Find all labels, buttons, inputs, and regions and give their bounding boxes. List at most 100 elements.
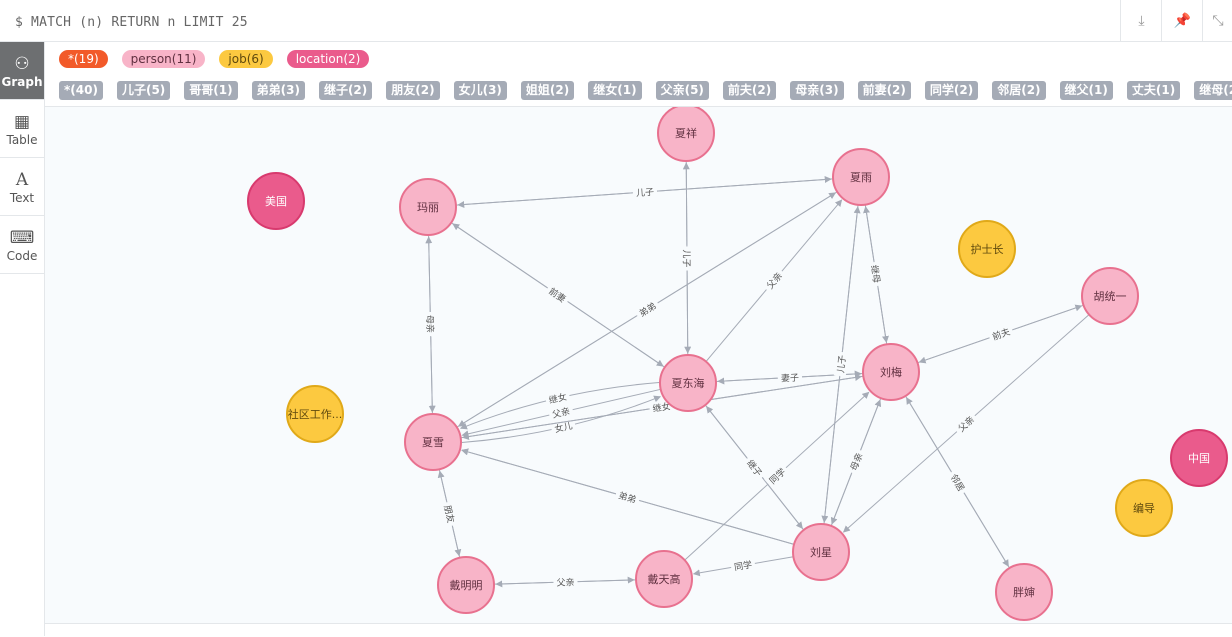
- relationship-type-pill[interactable]: 儿子(5): [116, 81, 171, 100]
- graph-node-person[interactable]: 夏祥: [657, 104, 715, 162]
- graph-node-person[interactable]: 夏东海: [659, 354, 717, 412]
- relationship-edge[interactable]: 弟弟: [457, 191, 838, 427]
- relationship-edge[interactable]: 儿子: [457, 178, 834, 208]
- graph-node-location[interactable]: 美国: [247, 172, 305, 230]
- relationship-type-pill[interactable]: 哥哥(1): [184, 81, 238, 100]
- node-circle[interactable]: [862, 343, 920, 401]
- tab-graph[interactable]: ⚇ Graph: [0, 42, 44, 100]
- tab-code[interactable]: ⌨ Code: [0, 216, 44, 274]
- graph-node-job[interactable]: 护士长: [958, 220, 1016, 278]
- node-circle[interactable]: [1115, 479, 1173, 537]
- graph-node-person[interactable]: 夏雪: [404, 413, 462, 471]
- relationship-type-pill[interactable]: 弟弟(3): [251, 81, 305, 100]
- relationship-label: 同学: [733, 558, 753, 573]
- graph-node-person[interactable]: 戴明明: [437, 556, 495, 614]
- relationship-edge[interactable]: 儿子: [680, 162, 694, 356]
- relationship-type-pill[interactable]: 继父(1): [1059, 81, 1113, 100]
- graph-node-person[interactable]: 刘梅: [862, 343, 920, 401]
- download-icon: ⤓: [1138, 13, 1145, 29]
- download-button[interactable]: ⤓: [1120, 0, 1162, 42]
- relationship-type-pill[interactable]: 父亲(5): [655, 81, 709, 100]
- relationship-edge[interactable]: 继母: [864, 204, 889, 344]
- text-icon: A: [15, 169, 29, 190]
- node-caption: 护士长: [971, 242, 1004, 256]
- tab-table[interactable]: ▦ Table: [0, 100, 44, 158]
- graph-node-job[interactable]: 编导: [1115, 479, 1173, 537]
- graph-node-person[interactable]: 戴天高: [635, 550, 693, 608]
- relationship-type-pill[interactable]: 继女(1): [588, 81, 642, 100]
- node-label-pill[interactable]: job(6): [219, 50, 273, 68]
- collapse-button[interactable]: ⤡: [1202, 0, 1232, 42]
- relationship-label-bg: [544, 389, 571, 407]
- relationship-edge[interactable]: 父亲: [495, 575, 637, 589]
- graph-svg[interactable]: 母亲儿子父亲儿子前夫前妻姐姐父亲继子继母弟弟哥哥女儿母亲丈夫妻子女儿父亲继母姐姐…: [45, 104, 1232, 623]
- relationship-edge[interactable]: 母亲: [424, 234, 437, 413]
- relationship-edge[interactable]: 前夫: [918, 304, 1084, 364]
- relationship-edge[interactable]: 前妻: [450, 222, 664, 367]
- node-circle[interactable]: [1170, 429, 1228, 487]
- graph-node-person[interactable]: 玛丽: [399, 178, 457, 236]
- graph-node-person[interactable]: 胡统一: [1081, 267, 1139, 325]
- relationship-type-pill[interactable]: *(40): [59, 81, 103, 100]
- graph-node-person[interactable]: 夏雨: [832, 148, 890, 206]
- node-circle[interactable]: [995, 563, 1053, 621]
- node-circle[interactable]: [399, 178, 457, 236]
- relationship-edge[interactable]: 朋友: [437, 470, 461, 558]
- relationship-label: 女儿: [553, 420, 573, 436]
- relationship-edge[interactable]: 妻子: [717, 370, 864, 385]
- relationship-label: 儿子: [636, 187, 655, 199]
- node-caption: 戴明明: [450, 578, 483, 592]
- relationship-label-bg: [761, 267, 787, 294]
- node-circle[interactable]: [792, 523, 850, 581]
- node-label-pill[interactable]: *(19): [59, 50, 108, 68]
- relationship-edge[interactable]: 继女: [459, 381, 660, 430]
- graph-canvas[interactable]: 母亲儿子父亲儿子前夫前妻姐姐父亲继子继母弟弟哥哥女儿母亲丈夫妻子女儿父亲继母姐姐…: [45, 104, 1232, 623]
- relationship-type-legend: *(40) 儿子(5) 哥哥(1) 弟弟(3) 继子(2) 朋友(2) 女儿(3) 姐姐(2)…: [44, 75, 1232, 107]
- relationship-edge[interactable]: 父亲: [705, 199, 843, 362]
- relationship-line[interactable]: [459, 381, 660, 430]
- tab-text[interactable]: A Text: [0, 158, 44, 216]
- relationship-edge[interactable]: 弟弟: [461, 448, 795, 545]
- node-circle[interactable]: [437, 556, 495, 614]
- relationship-type-pill[interactable]: 前妻(2): [857, 81, 911, 100]
- graph-node-person[interactable]: 刘星: [792, 523, 850, 581]
- relationship-edge[interactable]: 继子: [706, 406, 805, 531]
- node-circle[interactable]: [958, 220, 1016, 278]
- node-label-pill[interactable]: person(11): [121, 50, 206, 68]
- node-circle[interactable]: [286, 385, 344, 443]
- relationship-type-pill[interactable]: 女儿(3): [453, 81, 507, 100]
- relationship-type-pill[interactable]: 母亲(3): [790, 81, 844, 100]
- relationship-type-pill[interactable]: 丈夫(1): [1126, 81, 1181, 100]
- node-circle[interactable]: [1081, 267, 1139, 325]
- tab-table-label: Table: [6, 132, 38, 147]
- relationship-type-pill[interactable]: 继母(2): [1194, 81, 1232, 100]
- node-circle[interactable]: [832, 148, 890, 206]
- node-caption: 中国: [1188, 452, 1210, 465]
- graph-node-location[interactable]: 中国: [1170, 429, 1228, 487]
- relationship-type-pill[interactable]: 同学(2): [924, 81, 979, 100]
- relationship-label-bg: [614, 488, 641, 507]
- relationship-edge[interactable]: 儿子: [821, 204, 859, 523]
- query-text[interactable]: $ MATCH (n) RETURN n LIMIT 25: [15, 15, 248, 30]
- relationship-type-pill[interactable]: 继子(2): [318, 81, 373, 100]
- node-circle[interactable]: [635, 550, 693, 608]
- node-label-pill[interactable]: location(2): [286, 50, 370, 68]
- relationship-type-pill[interactable]: 朋友(2): [386, 81, 440, 100]
- relationship-type-pill[interactable]: 邻居(2): [992, 81, 1046, 100]
- relationship-edge[interactable]: 同学: [692, 556, 794, 577]
- relationship-edge[interactable]: 父亲: [461, 388, 661, 438]
- graph-node-job[interactable]: 社区工作...: [286, 385, 344, 443]
- node-caption: 夏雪: [422, 436, 444, 449]
- pin-button[interactable]: 📌: [1161, 0, 1203, 42]
- relationship-type-pill[interactable]: 姐姐(2): [520, 81, 575, 100]
- node-caption: 夏雨: [850, 171, 872, 184]
- relationship-label-bg: [441, 500, 459, 528]
- relationship-type-pill[interactable]: 前夫(2): [722, 81, 777, 100]
- node-circle[interactable]: [247, 172, 305, 230]
- node-circle[interactable]: [659, 354, 717, 412]
- relationship-label-bg: [777, 370, 803, 385]
- graph-node-person[interactable]: 胖婶: [995, 563, 1053, 621]
- node-caption: 夏祥: [675, 126, 697, 140]
- node-circle[interactable]: [404, 413, 462, 471]
